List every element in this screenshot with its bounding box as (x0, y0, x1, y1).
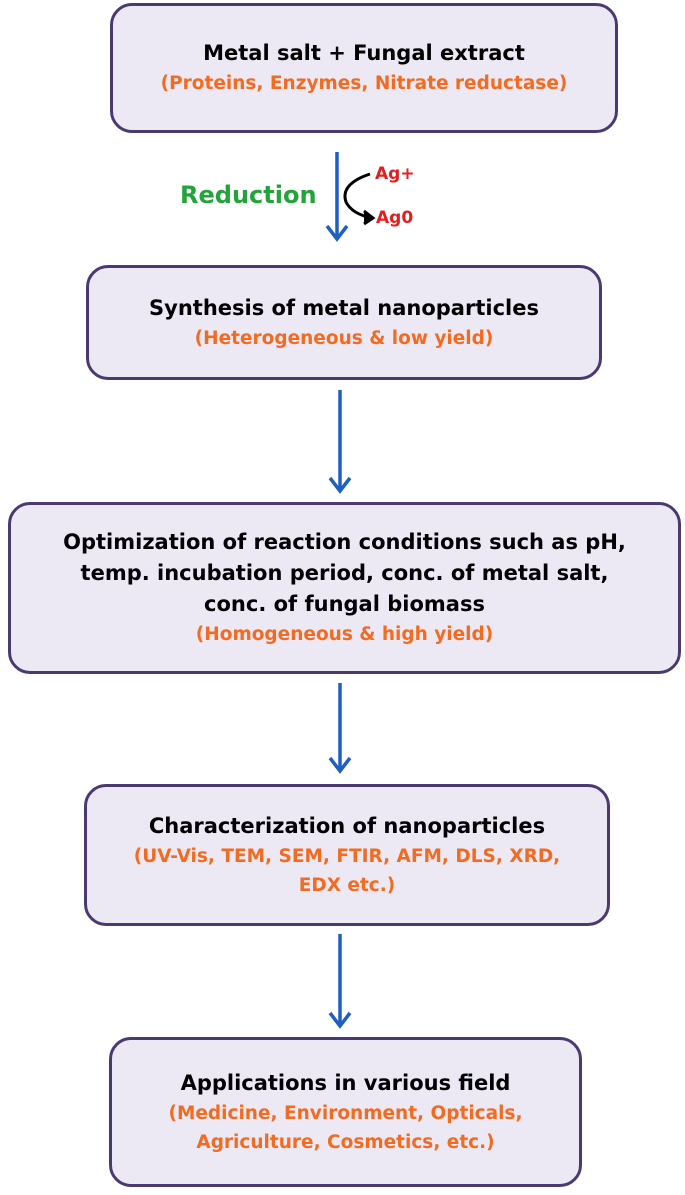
step-optimization: Optimization of reaction conditions such… (8, 502, 681, 674)
step5-subtitle-line2: Agriculture, Cosmetics, etc.) (196, 1131, 495, 1153)
step1-subtitle: (Proteins, Enzymes, Nitrate reductase) (160, 73, 568, 94)
step2-subtitle: (Heterogeneous & low yield) (194, 327, 494, 349)
reaction-curve-arrow (343, 172, 376, 226)
arrow-step4-to-step5 (328, 934, 352, 1029)
step5-subtitle-line1: (Medicine, Environment, Opticals, (168, 1102, 523, 1124)
step4-subtitle-line1: (UV-Vis, TEM, SEM, FTIR, AFM, DLS, XRD, (133, 845, 561, 867)
step-applications: Applications in various field (Medicine,… (109, 1037, 582, 1187)
arrow-step1-to-step2 (325, 152, 349, 242)
ion-ag-zero: Ag0 (376, 208, 414, 228)
step2-title: Synthesis of metal nanoparticles (149, 295, 539, 320)
step3-subtitle: (Homogeneous & high yield) (195, 624, 494, 645)
arrow-step2-to-step3 (328, 390, 352, 494)
step-characterization: Characterization of nanoparticles (UV-Vi… (84, 784, 610, 926)
step4-title: Characterization of nanoparticles (148, 813, 546, 838)
step4-subtitle-line2: EDX etc.) (298, 874, 396, 896)
ion-ag-plus: Ag+ (375, 164, 415, 184)
step3-title-line3: conc. of fungal biomass (204, 592, 485, 616)
arrow-step3-to-step4 (328, 683, 352, 774)
step-metal-salt-fungal-extract: Metal salt + Fungal extract (Proteins, E… (110, 3, 618, 133)
step1-title: Metal salt + Fungal extract (203, 41, 525, 65)
step3-title-line2: temp. incubation period, conc. of metal … (80, 561, 609, 585)
step-synthesis-nanoparticles: Synthesis of metal nanoparticles (Hetero… (86, 265, 602, 380)
reduction-label: Reduction (180, 181, 317, 209)
step5-title: Applications in various field (180, 1070, 511, 1095)
step3-title-line1: Optimization of reaction conditions such… (63, 530, 626, 554)
